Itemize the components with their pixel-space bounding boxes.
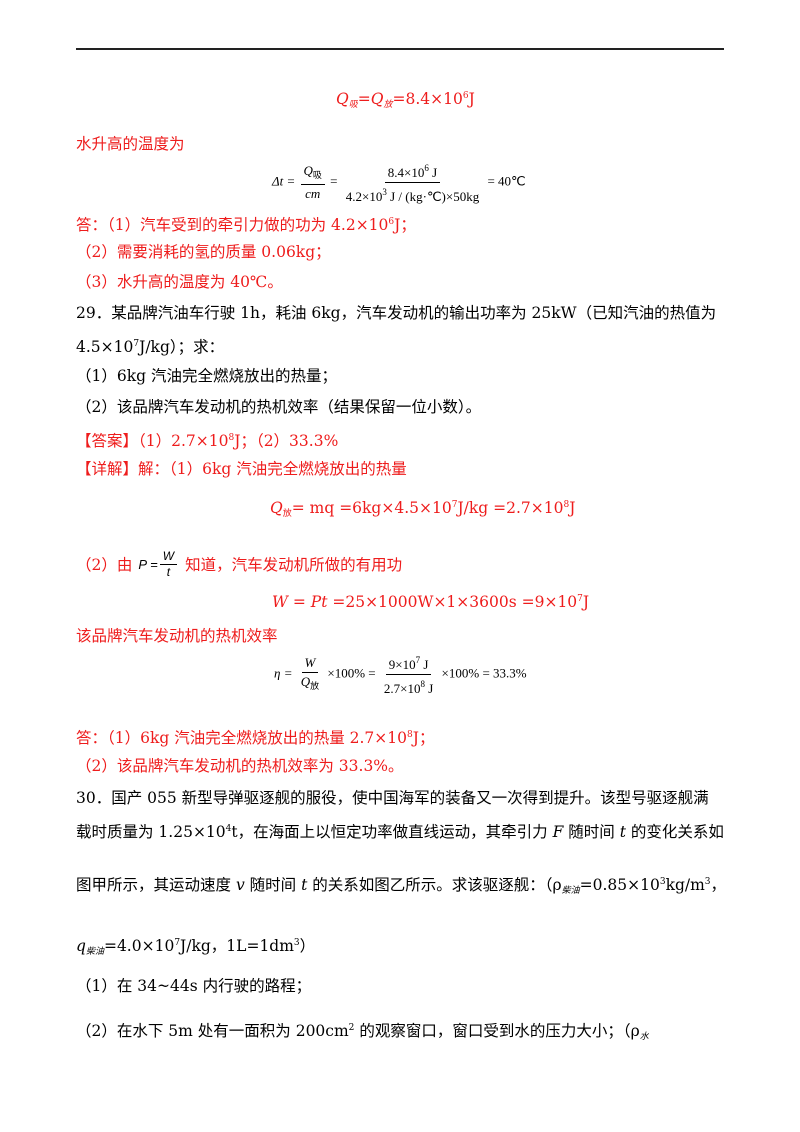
question-29-answer: 【答案】（1）2.7×108J；（2）33.3% bbox=[76, 432, 339, 450]
question-29-line-2: 4.5×107J/kg）；求： bbox=[76, 338, 225, 356]
question-30-line-2: 载时质量为 1.25×104t，在海面上以恒定功率做直线运动，其牵引力 F 随时… bbox=[76, 823, 724, 841]
header-rule bbox=[76, 48, 724, 50]
answer-29-line-2: （2）该品牌汽车发动机的热机效率为 33.3%。 bbox=[76, 757, 404, 775]
question-30-line-1: 30．国产 055 新型导弹驱逐舰的服役，使中国海军的装备又一次得到提升。该型号… bbox=[76, 789, 709, 807]
question-29-part-2: （2）该品牌汽车发动机的热机效率（结果保留一位小数）。 bbox=[76, 398, 482, 416]
question-30-line-4: q柴油=4.0×107J/kg，1L=1dm3） bbox=[76, 937, 316, 957]
question-30-line-3: 图甲所示，其运动速度 v 随时间 t 的关系如图乙所示。求该驱逐舰：（ρ柴油=0… bbox=[76, 876, 727, 896]
answer-28-line-3: （3）水升高的温度为 40℃。 bbox=[76, 273, 283, 291]
question-30-part-2: （2）在水下 5m 处有一面积为 200cm2 的观察窗口，窗口受到水的压力大小… bbox=[76, 1022, 649, 1042]
question-29-line-1: 29．某品牌汽油车行驶 1h，耗油 6kg，汽车发动机的输出功率为 25kW（已… bbox=[76, 304, 717, 322]
water-temp-label: 水升高的温度为 bbox=[76, 135, 185, 153]
equation-work: W = Pt =25×1000W×1×3600s =9×107J bbox=[272, 593, 590, 611]
answer-29-line-1: 答：（1）6kg 汽油完全燃烧放出的热量 2.7×108J； bbox=[76, 729, 435, 747]
question-29-part-1: （1）6kg 汽油完全燃烧放出的热量； bbox=[76, 367, 337, 385]
answer-28-line-1: 答：（1）汽车受到的牵引力做的功为 4.2×106J； bbox=[76, 216, 416, 234]
answer-28-line-2: （2）需要消耗的氢的质量 0.06kg； bbox=[76, 243, 331, 261]
equation-q-absorb: Q吸=Q放=8.4×106J bbox=[336, 90, 475, 110]
equation-q-release: Q放= mq =6kg×4.5×107J/kg =2.7×108J bbox=[270, 499, 576, 519]
question-30-part-1: （1）在 34~44s 内行驶的路程； bbox=[76, 977, 312, 995]
efficiency-label: 该品牌汽车发动机的热机效率 bbox=[76, 627, 278, 645]
question-29-detail: 【详解】解：（1）6kg 汽油完全燃烧放出的热量 bbox=[76, 460, 407, 478]
